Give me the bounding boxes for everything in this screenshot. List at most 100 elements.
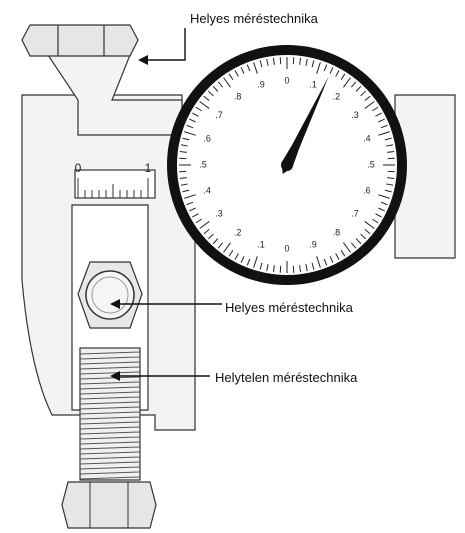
bolt-thread-line (79, 411, 141, 415)
dial-label: .3 (351, 110, 359, 120)
dial-tick (189, 118, 196, 123)
dial-label: .2 (333, 91, 341, 101)
bolt-thread-line (79, 381, 141, 385)
dial-label: .9 (309, 239, 317, 249)
dial-tick (360, 233, 367, 240)
dial-label: .1 (257, 239, 265, 249)
dial-tick (192, 213, 199, 218)
dial-tick (299, 57, 302, 65)
bolt-thread-line (79, 466, 141, 470)
dial-tick (240, 256, 245, 263)
dial-tick (329, 256, 334, 263)
dial-tick (299, 265, 302, 273)
dial-tick (184, 194, 196, 199)
bolt-thread-line (79, 406, 141, 410)
dial-tick (240, 67, 245, 74)
dial-tick (266, 264, 269, 272)
bolt-thread-line (79, 356, 141, 360)
bolt-thread-line (79, 366, 141, 370)
dial-tick (199, 101, 210, 109)
dial-tick (192, 112, 199, 117)
dial-tick (212, 85, 219, 92)
annotation-middle: Helyes méréstechnika (225, 300, 353, 315)
dial-tick (343, 77, 351, 88)
dial-tick (259, 60, 263, 68)
middle-hex-nut (77, 261, 143, 329)
dial-tick (378, 194, 390, 199)
bolt-thread-line (79, 451, 141, 455)
dial-label: .4 (203, 185, 211, 195)
dial-tick (186, 124, 194, 129)
dial-tick (378, 118, 385, 123)
dial-tick (316, 62, 321, 74)
dial-needle (281, 76, 329, 175)
dial-label: 0 (284, 75, 289, 85)
dial-tick (372, 106, 379, 112)
bolt-thread-line (79, 441, 141, 445)
dial-tick (340, 250, 346, 257)
dial-tick (384, 189, 392, 193)
dial-tick (246, 258, 251, 266)
bolt-thread-line (79, 351, 141, 355)
bolt-thread-line (79, 446, 141, 450)
dial-tick (184, 131, 196, 136)
dial-tick (217, 242, 224, 249)
main-scale-strip (74, 169, 156, 199)
dial-tick (203, 228, 210, 235)
dial-tick (217, 81, 224, 88)
dial-label: 0 (284, 243, 289, 253)
arrowhead-bottom (110, 371, 120, 381)
dial-tick (335, 253, 340, 260)
dial-tick (272, 265, 275, 273)
bolt-thread-line (79, 421, 141, 425)
main-scale-label-0: 0 (75, 161, 82, 175)
dial-tick (380, 201, 388, 206)
dial-tick (259, 262, 263, 270)
bolt-thread-line (79, 361, 141, 365)
dial-hub (281, 159, 293, 171)
bolt-thread-line (79, 476, 141, 480)
dial-tick (340, 73, 346, 80)
bolt-thread-line (79, 401, 141, 405)
main-scale-ticks (77, 178, 149, 198)
dial-tick (360, 90, 367, 97)
bolt-thread-line (79, 391, 141, 395)
dial-tick (195, 106, 202, 112)
bolt-thread-line (79, 431, 141, 435)
dial-tick (364, 95, 371, 102)
dial-tick (378, 207, 385, 212)
dial-tick (323, 258, 328, 266)
dial-tick (311, 262, 315, 270)
bolt-thread-line (79, 416, 141, 420)
dial-label: .5 (367, 159, 375, 169)
arrowhead-top (138, 55, 148, 65)
dial-indicator: 0.1.2.3.4.5.6.7.8.90.1.2.3.4.5.6.7.8.9 (167, 45, 407, 285)
dial-tick (186, 201, 194, 206)
dial-tick (350, 242, 357, 249)
dial-tick (212, 238, 219, 245)
dial-label: .8 (234, 91, 242, 101)
bolt-thread-line (79, 426, 141, 430)
dial-tick (228, 73, 234, 80)
threaded-bolt (61, 347, 157, 529)
dial-tick (182, 189, 190, 193)
dial-label: .8 (333, 227, 341, 237)
bolt-thread-line (79, 386, 141, 390)
bolt-thread-line (79, 396, 141, 400)
dial-tick (180, 144, 188, 147)
arrowhead-middle (110, 299, 120, 309)
bolt-thread-line (79, 461, 141, 465)
dial-tick (375, 112, 382, 117)
dial-tick (386, 144, 394, 147)
dial-label: .4 (363, 133, 371, 143)
top-hex-nut (21, 24, 139, 57)
dial-label: .9 (257, 79, 265, 89)
dial-tick (266, 58, 269, 66)
dial-tick (355, 238, 362, 245)
annotation-top: Helyes méréstechnika (190, 11, 318, 26)
dial-tick (246, 64, 251, 72)
dial-tick (355, 85, 362, 92)
dial-tick (234, 70, 239, 77)
